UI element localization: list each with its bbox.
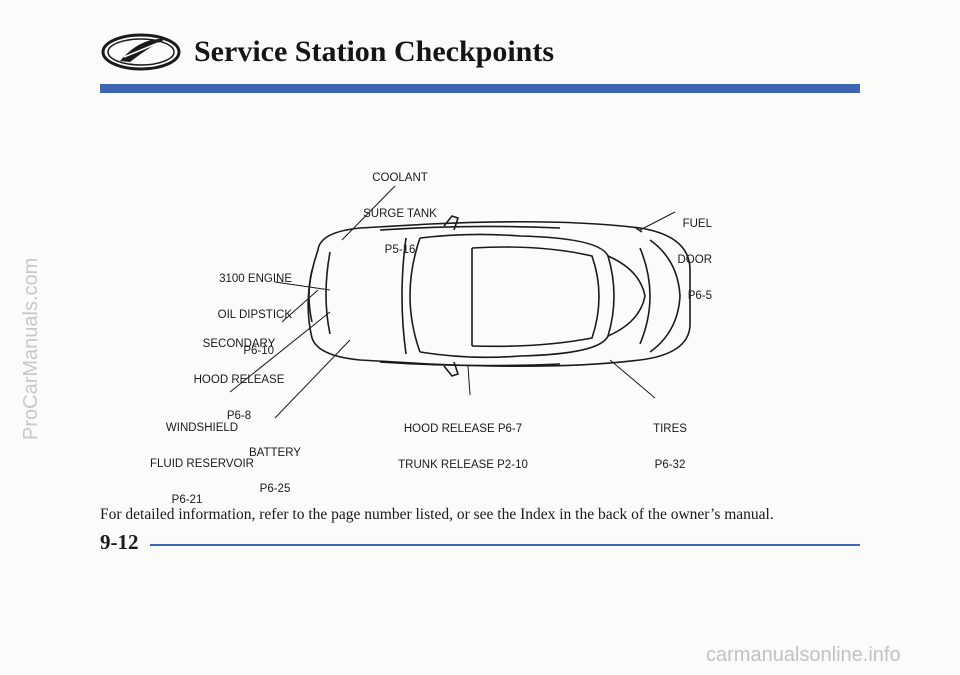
- callout-oil-dipstick: 3100 ENGINE OIL DIPSTICK P6-10: [217, 273, 292, 357]
- leader-coolant: [341, 185, 396, 241]
- side-watermark: ProCarManuals.com: [20, 257, 42, 440]
- callout-fuel-door: FUEL DOOR P6-5: [677, 218, 713, 302]
- page-title: Service Station Checkpoints: [194, 35, 554, 68]
- leader-windshield: [229, 311, 331, 393]
- leader-battery: [274, 339, 351, 419]
- oldsmobile-emblem-icon: [101, 33, 181, 71]
- callout-coolant: COOLANT SURGE TANK P5-16: [363, 172, 437, 256]
- callout-tires: TIRES P6-32: [653, 423, 687, 471]
- footer-rule: [150, 544, 860, 546]
- bottom-watermark: carmanualsonline.info: [706, 644, 901, 666]
- callout-hood-trunk-release: HOOD RELEASE P6-7 TRUNK RELEASE P2-10: [398, 423, 528, 471]
- callout-windshield-fluid: WINDSHIELD FLUID RESERVOIR P6-21: [150, 422, 254, 506]
- callout-secondary-hood-release: SECONDARY HOOD RELEASE P6-8: [193, 338, 285, 422]
- leader-tires: [609, 359, 656, 399]
- car-body-outline: [307, 220, 691, 368]
- leader-hood-trunk: [467, 365, 471, 396]
- leader-hood-secondary: [281, 289, 319, 323]
- callout-battery: BATTERY P6-25: [249, 447, 301, 495]
- page-number: 9-12: [100, 530, 139, 554]
- footnote-text: For detailed information, refer to the p…: [100, 506, 774, 523]
- leader-oil: [274, 281, 331, 291]
- header-rule: [100, 84, 860, 93]
- page-header: Service Station Checkpoints: [100, 30, 554, 74]
- leader-fuel: [639, 211, 676, 231]
